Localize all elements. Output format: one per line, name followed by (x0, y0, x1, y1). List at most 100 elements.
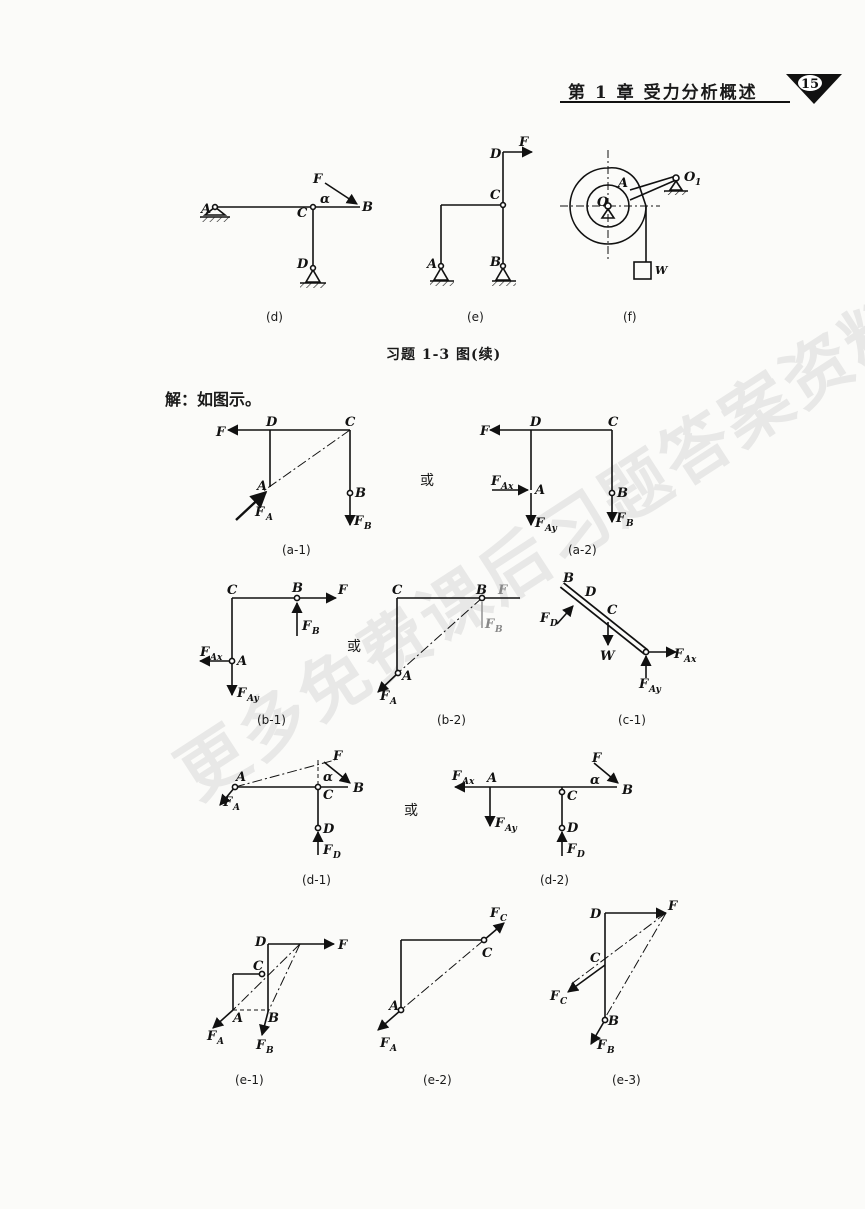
label-b2-FA-sub: A (389, 697, 397, 707)
label-f-O1: O (684, 170, 696, 185)
label-a1-B: B (354, 486, 366, 501)
label-d1-B: B (352, 781, 364, 796)
label-a2-D: D (529, 415, 542, 430)
label-d2-FD: F (566, 842, 577, 857)
figure-d1 (219, 759, 351, 855)
label-b2-FA: F (379, 689, 390, 704)
label-a1-FB: F (353, 514, 364, 529)
figure-e3 (567, 907, 668, 1045)
label-e3-C: C (590, 951, 601, 966)
caption-d: (d) (266, 310, 283, 324)
chapter-title: 第 1 章 受力分析概述 (568, 83, 758, 103)
label-e3-D: D (589, 907, 602, 922)
label-d2-FAx: F (451, 769, 462, 784)
label-b2-FB-sub: B (494, 625, 503, 635)
label-e3-F: F (667, 899, 678, 914)
caption-e1: (e-1) (235, 1073, 264, 1087)
label-e-F: F (518, 135, 529, 150)
figure-f (560, 150, 688, 280)
label-a1-A: A (255, 479, 267, 494)
label-e3-FB: F (596, 1038, 607, 1053)
label-d1-D: D (322, 822, 335, 837)
label-c1-FAx: F (673, 647, 684, 662)
label-e1-FA: F (206, 1029, 217, 1044)
label-d2-FAy-sub: Ay (504, 824, 518, 834)
caption-e3: (e-3) (612, 1073, 641, 1087)
figure-labels: A C B D F α D F C A B A O O 1 W F D C A … (199, 135, 701, 1056)
label-c1-FAy-sub: Ay (648, 685, 662, 695)
answer-text: 解：如图示。 (165, 390, 262, 409)
caption-a1: (a-1) (282, 543, 311, 557)
label-d1-FA-sub: A (232, 803, 240, 813)
caption-f: (f) (623, 310, 637, 324)
label-d2-FAy: F (494, 816, 505, 831)
label-a2-C: C (608, 415, 619, 430)
label-e1-FA-sub: A (216, 1037, 224, 1047)
label-d1-A: A (234, 770, 246, 785)
or-label-a: 或 (420, 473, 434, 489)
label-b1-FAx-sub: Ax (209, 653, 223, 663)
label-e2-A: A (387, 999, 399, 1014)
label-b2-FB: F (484, 617, 495, 632)
label-f-W: W (655, 264, 669, 277)
label-a2-FB-sub: B (625, 519, 634, 529)
figure-caption: 习题 1-3 图(续) (386, 347, 502, 363)
label-d2-FD-sub: D (576, 850, 585, 860)
label-e3-FC-sub: C (560, 997, 568, 1007)
label-e-A: A (425, 257, 437, 272)
page-number: 15 (801, 77, 819, 92)
label-d-C: C (297, 206, 308, 221)
label-d1-FD: F (322, 843, 333, 858)
label-d-A: A (199, 202, 211, 217)
label-d1-alpha: α (323, 770, 333, 785)
label-a1-FB-sub: B (363, 522, 372, 532)
label-e1-A: A (231, 1011, 243, 1026)
label-f-O1-sub: 1 (695, 178, 701, 188)
label-c1-D: D (584, 585, 597, 600)
label-e-B: B (489, 255, 501, 270)
header-rule (560, 101, 790, 103)
figure-a2 (488, 424, 618, 527)
label-a1-D: D (265, 415, 278, 430)
label-a2-F: F (479, 424, 490, 439)
label-a1-C: C (345, 415, 356, 430)
label-c1-FAy: F (638, 677, 649, 692)
caption-c1: (c-1) (618, 713, 646, 727)
figure-d2 (453, 762, 619, 856)
label-d1-C: C (323, 788, 334, 803)
label-a2-FB: F (615, 511, 626, 526)
caption-e: (e) (467, 310, 484, 324)
label-c1-W: W (600, 649, 616, 664)
label-d1-F: F (332, 749, 343, 764)
label-d2-A: A (485, 771, 497, 786)
label-e1-C: C (253, 959, 264, 974)
label-e2-FC: F (489, 906, 500, 921)
label-a1-FA-sub: A (265, 513, 273, 523)
label-e2-C: C (482, 946, 493, 961)
label-b1-FAy: F (236, 686, 247, 701)
label-e3-B: B (607, 1014, 619, 1029)
figure-d (200, 182, 360, 288)
label-e3-FC: F (549, 989, 560, 1004)
label-b2-A: A (400, 669, 412, 684)
label-e1-FB-sub: B (265, 1046, 274, 1056)
label-e-D: D (489, 147, 502, 162)
label-b1-FAy-sub: Ay (246, 694, 260, 704)
label-a1-FA: F (254, 505, 265, 520)
label-b1-F: F (337, 583, 348, 598)
label-d1-FA: F (222, 795, 233, 810)
label-f-A: A (616, 176, 628, 191)
figure-e1 (212, 938, 336, 1037)
label-d1-FD-sub: D (332, 851, 341, 861)
label-f-O: O (597, 195, 609, 210)
label-e1-FB: F (255, 1038, 266, 1053)
label-d2-D: D (566, 821, 579, 836)
label-d-D: D (296, 257, 309, 272)
label-d2-B: B (621, 783, 633, 798)
or-label-d: 或 (404, 803, 418, 819)
label-b1-FB-sub: B (311, 627, 320, 637)
label-b2-C: C (392, 583, 403, 598)
label-b2-B: B (475, 583, 487, 598)
label-e2-FA: F (379, 1036, 390, 1051)
label-c1-C: C (607, 603, 618, 618)
